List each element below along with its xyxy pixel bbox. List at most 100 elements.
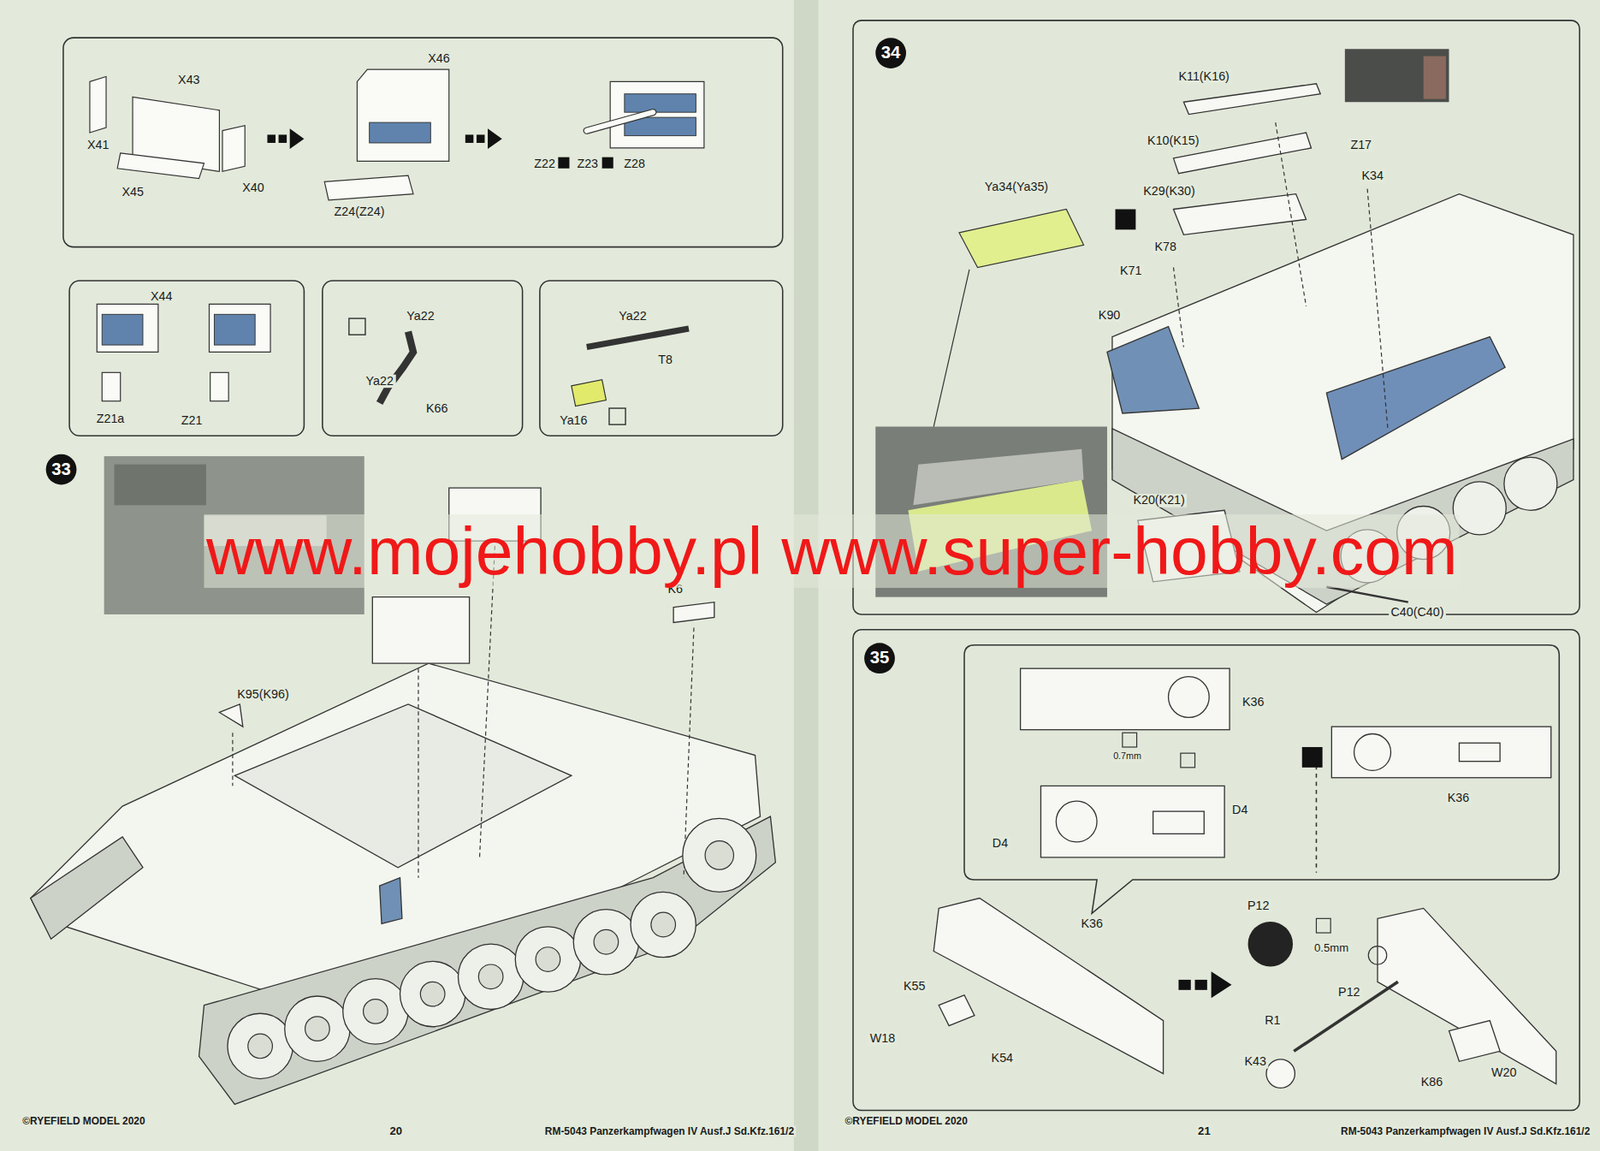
panel [853,629,1580,1111]
part-number: K95(K96) [235,687,291,701]
part-number: Z17 [1348,138,1374,153]
reference-photo [1345,48,1450,102]
track [199,816,777,1104]
part-k55 [938,995,975,1026]
ammo-box [96,303,159,352]
hub [305,1016,331,1042]
dash-arrow [465,134,475,143]
part-z21 [210,372,229,401]
dash-arrow [487,128,503,149]
fold-icon [349,318,366,335]
part-number: K54 [989,1051,1015,1066]
part-t8 [586,328,689,347]
part-number: P12 [1245,898,1272,913]
part-number: R1 [1262,1013,1283,1028]
callout-bubble [964,645,1559,914]
part-x41 [89,76,107,133]
leader-line [933,269,970,427]
ammo-box [610,81,705,149]
blue-part [379,877,403,925]
hatch [1458,742,1500,761]
dash-arrow [476,134,486,143]
dash-arrow [278,134,288,143]
page-number: 21 [1196,1124,1213,1137]
part-number: Z24(Z24) [331,204,387,219]
guide-line [1275,122,1307,307]
part-x45 [117,153,204,179]
drill-icon [1122,732,1138,747]
part-number: W18 [867,1031,897,1045]
part-number: K66 [424,401,451,415]
direction-icon [557,157,569,169]
reference-photo [1423,56,1446,100]
part-r1 [1293,981,1399,1051]
ammo-rack [369,122,432,143]
part-number: Z21a [94,411,126,426]
part-number: W20 [1489,1066,1519,1080]
dash-arrow [1178,979,1191,990]
fighting-compartment [234,704,572,868]
road-wheel [1452,481,1506,535]
ammo-rack [624,94,696,113]
reference-photo [912,449,1084,506]
part-number: Ya22 [404,309,437,324]
part-ya16 [571,379,607,407]
blue-part [1107,326,1199,414]
part-k36-inner [1040,785,1225,857]
hatch-hole [1055,800,1097,842]
part-number: K36 [1445,791,1471,806]
watermark: www.mojehobby.pl www.super-hobby.com [204,513,1460,588]
part-number: X43 [176,72,202,87]
hub [478,964,504,990]
part-number: Z23 [574,156,600,171]
dash-arrow [290,128,305,149]
part-k66 [379,331,414,403]
part-k6 [673,602,715,623]
road-wheel [227,1013,293,1079]
road-wheel [630,891,696,957]
ammo-box [372,597,469,664]
direction-icon [1115,208,1137,230]
footer-text: RM-5043 Panzerkampfwagen IV Ausf.J Sd.Kf… [542,1125,796,1137]
road-wheel [457,943,523,1009]
part-k95 [219,704,243,727]
step-number: 34 [875,37,907,69]
part-number: X41 [85,138,112,153]
step-number-text: 34 [881,42,901,64]
part-number: Ya22 [363,373,396,388]
part-number: K71 [1117,263,1144,278]
footer-text: ©RYEFIELD MODEL 2020 [842,1114,970,1126]
part-number: K78 [1152,240,1179,255]
shell [586,112,654,131]
step-number: 33 [46,454,78,486]
part-number: Z28 [622,156,647,171]
road-wheel [573,909,639,975]
footer-text: ©RYEFIELD MODEL 2020 [20,1114,148,1126]
ammo-box [208,303,271,352]
part-number: X45 [119,184,146,199]
part-number: K36 [1078,917,1105,931]
road-wheel [515,926,581,992]
ammo-rack [101,314,143,345]
part-number: D4 [989,835,1010,850]
part-number: X46 [426,51,452,66]
ammo-rack [213,314,255,345]
part-number: C40(C40) [1388,605,1446,620]
hub [593,929,619,955]
part-c40 [1326,586,1408,603]
part-k36 [1377,907,1557,1084]
part-number: X40 [240,181,267,196]
part-number: Z21 [178,414,204,428]
step-number-text: 35 [870,647,890,669]
dash-arrow [266,134,276,143]
hatch-hole [1354,733,1392,771]
part-p12 [1248,921,1293,966]
step-number-text: 33 [51,459,72,480]
divider [1315,757,1318,873]
part-number: Z22 [532,156,558,171]
part-number: K10(K15) [1145,134,1202,149]
panel [69,280,304,436]
hatch-hole [1168,676,1210,718]
part-z21a [101,372,120,401]
step-number: 35 [864,642,895,674]
